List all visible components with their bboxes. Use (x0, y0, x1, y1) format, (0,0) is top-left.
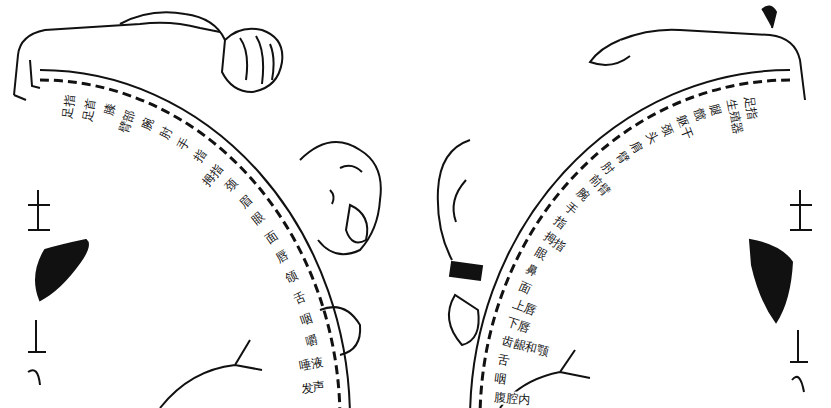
tongue-outline (320, 307, 360, 355)
lip-outline (450, 262, 482, 280)
body-part-label: 头 (642, 128, 661, 147)
mark (28, 320, 46, 385)
body-part-label: 发声 (300, 379, 327, 396)
mark (790, 190, 812, 230)
body-part-label: 肘 (599, 159, 619, 179)
body-part-label: 咽 (494, 371, 510, 387)
cortex-arc (40, 70, 350, 408)
body-part-label: 鼻 (523, 261, 542, 280)
body-part-label: 臂 (613, 148, 633, 168)
face-outline (438, 140, 470, 260)
body-part-label: 颈 (222, 175, 242, 195)
finger-lines (240, 36, 274, 84)
hand-outline (590, 40, 630, 65)
sulcus-line (160, 340, 262, 408)
body-part-label: 唾液 (297, 356, 325, 374)
body-part-label: 眼 (531, 244, 550, 263)
body-part-label: 手 (562, 198, 582, 218)
body-part-label: 腕 (573, 184, 593, 204)
body-part-label: 手 (174, 134, 193, 153)
body-outline (620, 30, 805, 100)
body-part-label: 腹腔内 (492, 390, 531, 407)
body-part-label: 舌 (496, 352, 512, 368)
body-part-label: 足指 (742, 94, 759, 122)
tongue-outline (449, 295, 479, 345)
body-part-label: 膝 (100, 100, 117, 117)
body-part-label: 颌 (282, 267, 301, 286)
head-outline (762, 6, 776, 28)
face-outline (300, 142, 381, 254)
arm-outline (120, 12, 225, 40)
ventricle-section (750, 240, 792, 322)
hand-outline (222, 29, 282, 92)
body-part-label: 面 (516, 278, 535, 297)
body-part-label: 臂部 (116, 106, 137, 135)
body-part-label: 面 (261, 227, 280, 246)
body-part-label: 肩 (627, 137, 646, 156)
body-part-label: 唇 (272, 247, 291, 266)
body-part-label: 肘 (156, 123, 175, 142)
body-part-label: 足指 (60, 93, 77, 120)
mark (790, 330, 808, 392)
mark (28, 190, 50, 230)
body-part-label: 髋 (690, 106, 708, 124)
open-mouth (346, 205, 367, 242)
body-part-label: 嚼 (304, 333, 321, 350)
body-part-label: 眼 (249, 209, 269, 229)
leg-outline (14, 60, 40, 100)
body-part-label: 舌 (291, 288, 309, 306)
eye-lines (330, 166, 362, 204)
body-part-label: 指 (551, 213, 571, 233)
cortex-dashed-arc (480, 80, 790, 408)
ventricle-section (36, 240, 88, 300)
body-part-label: 足首 (79, 96, 97, 124)
body-part-label: 颈 (658, 120, 677, 139)
body-outline (14, 23, 220, 95)
body-part-label: 指 (190, 146, 209, 165)
body-part-label: 腿 (707, 101, 724, 118)
body-part-label: 咽 (298, 310, 316, 328)
ear-outline (454, 180, 466, 222)
cortex-arc (470, 70, 790, 408)
body-part-label: 腕 (138, 114, 156, 132)
body-part-label: 下唇 (504, 314, 533, 335)
body-part-label: 眉 (236, 191, 256, 211)
